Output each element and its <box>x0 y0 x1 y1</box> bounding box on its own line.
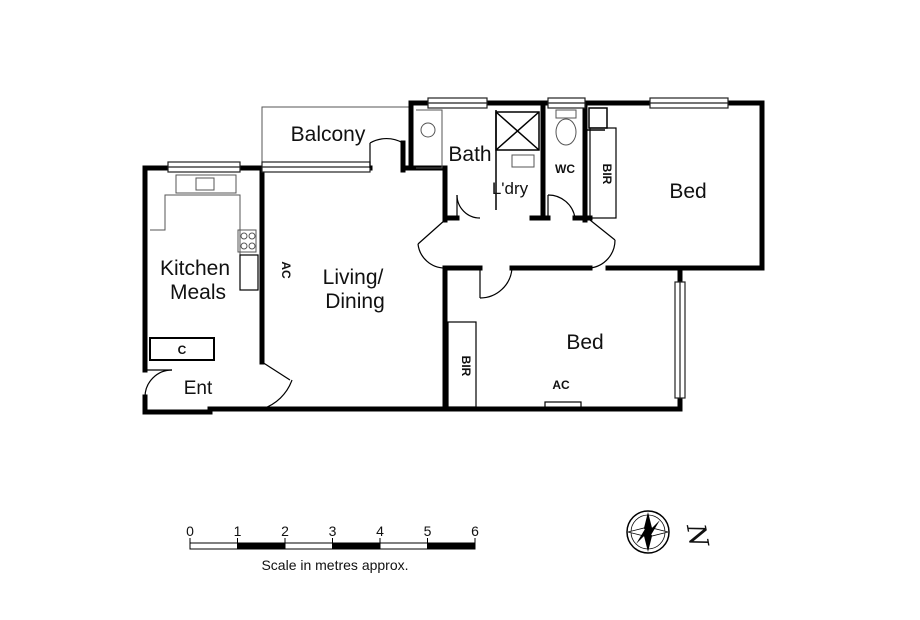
scale-tick-label: 2 <box>281 523 289 539</box>
dining-label: Dining <box>325 290 385 313</box>
bath-label: Bath <box>448 143 491 166</box>
scale-tick-label: 1 <box>234 523 242 539</box>
cupboard-label: C <box>178 343 187 357</box>
scale-tick-label: 6 <box>471 523 479 539</box>
laundry-label: L'dry <box>492 179 529 198</box>
entry-label: Ent <box>184 378 213 399</box>
compass-rose-icon <box>626 510 670 554</box>
ac-kitchen-label: AC <box>279 261 293 279</box>
windows <box>167 97 729 399</box>
exterior-walls <box>142 100 765 415</box>
bir-bottom-label: BIR <box>459 356 473 377</box>
balcony-label: Balcony <box>291 123 366 146</box>
balcony-outline <box>261 106 411 165</box>
ac-bed-label: AC <box>552 378 570 392</box>
bed-second-label: Bed <box>566 331 603 354</box>
wc-label: WC <box>555 162 575 176</box>
living-label: Living/ <box>323 266 384 289</box>
robes <box>239 127 617 410</box>
doors <box>144 137 616 410</box>
scale-tick-label: 3 <box>329 523 337 539</box>
north-label: N <box>680 521 714 551</box>
meals-label: Meals <box>170 281 226 304</box>
bed-main-label: Bed <box>669 180 706 203</box>
bir-top-label: BIR <box>600 164 614 185</box>
scale-bar: 0 1 2 3 4 5 6 Scale in metres approx. <box>186 523 479 573</box>
scale-segments <box>189 542 476 550</box>
scale-tick-label: 5 <box>424 523 432 539</box>
scale-tick-label: 0 <box>186 523 194 539</box>
scale-ticks <box>189 538 476 549</box>
scale-tick-label: 4 <box>376 523 384 539</box>
kitchen-label: Kitchen <box>160 257 230 280</box>
bath-fixtures <box>416 109 577 169</box>
scale-caption: Scale in metres approx. <box>261 557 408 573</box>
